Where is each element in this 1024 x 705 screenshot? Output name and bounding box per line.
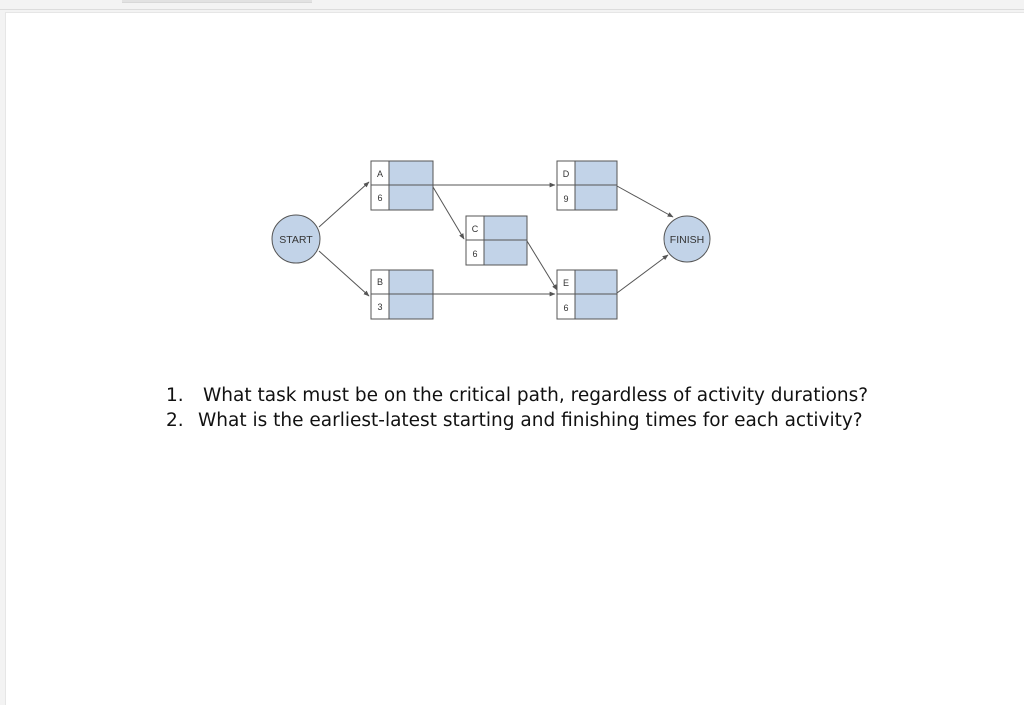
finish-node: FINISH [663, 215, 711, 263]
question-text: What task must be on the critical path, … [203, 385, 869, 406]
activity-b-id: B [377, 277, 383, 287]
edge-start-a [318, 181, 370, 228]
start-node-label: START [279, 234, 313, 246]
activity-d-duration: 9 [563, 194, 568, 204]
activity-c-id: C [472, 224, 479, 234]
question-item: 2. What is the earliest-latest starting … [166, 408, 868, 433]
edge-start-b [318, 250, 370, 297]
question-number: 1. [166, 385, 184, 406]
activity-node-b: B 3 [370, 269, 434, 320]
edge-c-e [526, 240, 558, 291]
document-page: START FINISH A 6 [5, 12, 1024, 705]
activity-c-duration: 6 [472, 249, 477, 259]
question-text: What is the earliest-latest starting and… [198, 410, 863, 431]
edge-d-finish [616, 185, 674, 218]
activity-node-d: D 9 [556, 160, 618, 211]
question-item: 1. What task must be on the critical pat… [166, 383, 868, 408]
activity-e-duration: 6 [563, 303, 568, 313]
activity-d-id: D [563, 169, 570, 179]
activity-node-a: A 6 [370, 160, 434, 211]
activity-e-id: E [563, 278, 569, 288]
edge-e-finish [616, 254, 669, 294]
activity-b-duration: 3 [377, 302, 382, 312]
activity-a-duration: 6 [377, 193, 382, 203]
toolbar-divider [0, 9, 1024, 10]
activity-node-c: C 6 [465, 215, 528, 266]
activity-network-diagram: START FINISH A 6 [271, 160, 711, 320]
question-number: 2. [166, 410, 184, 431]
activity-node-e: E 6 [556, 269, 618, 320]
edge-a-c [432, 186, 465, 240]
activity-a-id: A [377, 169, 383, 179]
toolbar-tab[interactable] [122, 0, 312, 3]
start-node: START [271, 214, 321, 264]
finish-node-label: FINISH [670, 234, 704, 246]
question-list: 1. What task must be on the critical pat… [166, 383, 868, 433]
